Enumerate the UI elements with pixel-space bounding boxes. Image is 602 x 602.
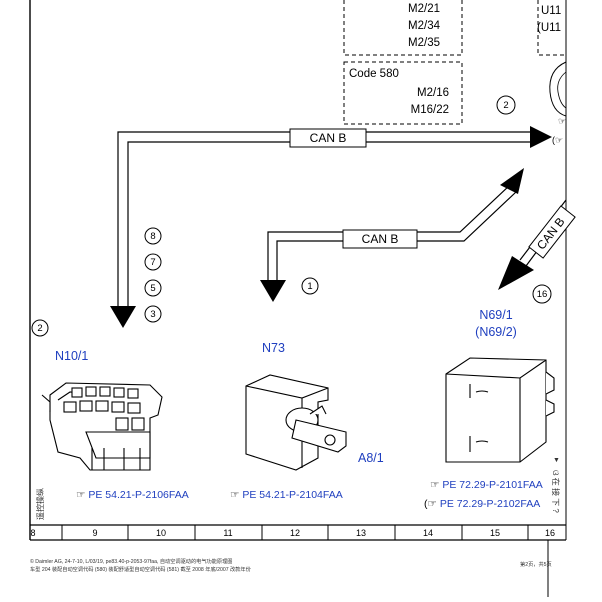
component-label-n69-1: N69/1 xyxy=(479,308,512,322)
circle-ref-number: 2 xyxy=(37,323,42,334)
grid-number: 14 xyxy=(423,528,433,538)
grid-number: 10 xyxy=(156,528,166,538)
can-b-label-box xyxy=(289,128,367,148)
code-line: M2/16 xyxy=(417,87,449,99)
partial-label: U11 xyxy=(541,5,561,17)
arrow-down-left xyxy=(498,256,534,290)
can-b-top-bus: CAN B xyxy=(110,126,552,328)
grid-number: 15 xyxy=(490,528,500,538)
code-line: M2/34 xyxy=(408,20,441,32)
circle-ref-number: 7 xyxy=(150,257,155,268)
partial-label: (U11 xyxy=(537,22,561,34)
circle-ref-number: 5 xyxy=(150,283,155,294)
arrow-down xyxy=(110,306,136,328)
grid-number: 9 xyxy=(92,528,97,538)
pe-ref: ☞ PE 72.29-P-2101FAA xyxy=(430,479,543,491)
circle-ref-number: 1 xyxy=(307,281,312,292)
footer-line-2: 车型 204 装配自动空调代码 (580) 装配舒适型自动空调代码 (581) … xyxy=(30,565,252,573)
can-b-label-box xyxy=(342,229,418,249)
arrow-right xyxy=(530,126,552,148)
component-label-a8-1: A8/1 xyxy=(358,451,384,465)
component-label-n69-2: (N69/2) xyxy=(475,325,517,339)
can-b-mid-bus: CAN B xyxy=(260,168,524,302)
circle-ref-number: 2 xyxy=(503,100,508,111)
ref-icon: ☞ xyxy=(558,116,566,126)
grid-number: 11 xyxy=(223,528,232,538)
circle-ref-number: 3 xyxy=(150,309,155,320)
code-line: M2/35 xyxy=(408,37,440,49)
footer-page: 第2页，共5页 xyxy=(520,560,552,568)
footer-line-1: © Daimler AG, 24-7-10, L/03/19, pe83.40-… xyxy=(30,557,232,565)
n69-1-module-drawing xyxy=(445,357,555,463)
ref-icon: (☞ xyxy=(552,135,563,145)
can-b-label: CAN B xyxy=(362,232,399,246)
component-label-n10-1: N10/1 xyxy=(55,349,88,363)
circle-refs xyxy=(31,95,552,337)
code-line: M16/22 xyxy=(411,104,449,116)
n73-ignition-switch-drawing xyxy=(245,374,347,471)
partial-module-right: U11 (U11 ☞ (☞ xyxy=(537,0,567,145)
grid-number: 12 xyxy=(290,528,300,538)
pe-ref: (☞ PE 72.29-P-2102FAA xyxy=(424,498,540,510)
grid-number: 16 xyxy=(545,528,555,538)
code-box-upper: M2/21 M2/34 M2/35 xyxy=(343,0,463,56)
grid-number: 8 xyxy=(30,528,35,538)
arrow-down xyxy=(260,280,286,302)
side-arrow: ▼ xyxy=(553,457,560,464)
code-line: M2/21 xyxy=(408,3,440,15)
arrow-up-right xyxy=(500,168,524,194)
grid-number: 13 xyxy=(356,528,366,538)
pe-ref: ☞ PE 54.21-P-2106FAA xyxy=(76,489,189,501)
pe-ref: ☞ PE 54.21-P-2104FAA xyxy=(230,489,343,501)
n10-1-module-drawing xyxy=(41,382,163,471)
code-title: Code 580 xyxy=(349,68,399,80)
code-box-lower: Code 580 M2/16 M16/22 xyxy=(343,61,463,125)
side-text-right: ଓ 在 接 下 ? xyxy=(551,470,561,513)
grid-dividers xyxy=(61,525,529,540)
can-b-label: CAN B xyxy=(310,131,347,145)
component-label-n73: N73 xyxy=(262,341,285,355)
circle-ref-number: 16 xyxy=(537,289,548,300)
side-text-left: 遥控操纵 xyxy=(35,488,45,520)
can-b-diag-bus: CAN B xyxy=(498,199,576,290)
circle-ref-number: 8 xyxy=(150,231,155,242)
